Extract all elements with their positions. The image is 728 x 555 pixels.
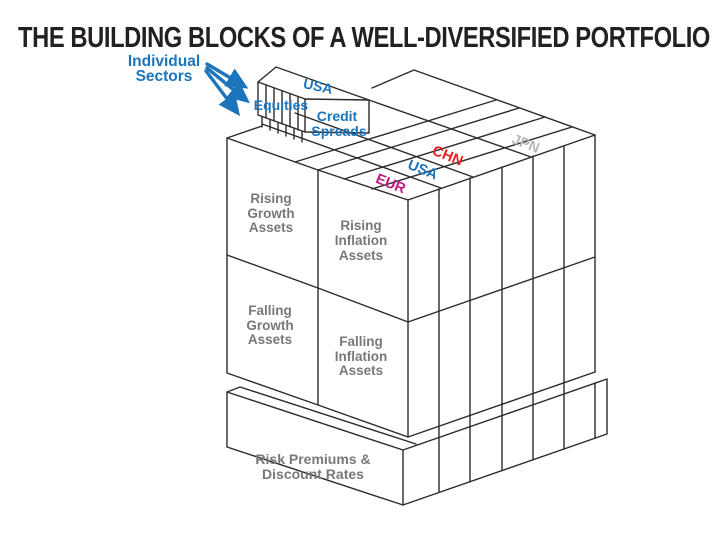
svg-text:Assets: Assets [339, 363, 383, 378]
svg-text:Falling: Falling [248, 303, 292, 318]
individual-sectors-label-line2: Sectors [136, 68, 193, 85]
svg-text:Growth: Growth [246, 318, 293, 333]
svg-text:Assets: Assets [249, 220, 293, 235]
equities-label: Equities [254, 97, 309, 113]
rising-inflation-label: Rising Inflation Assets [335, 218, 388, 263]
slab-outline [226, 378, 608, 506]
credit-spreads-label-line1: Credit [317, 108, 358, 124]
slice-label-jpn: JPN [509, 132, 541, 157]
svg-text:Discount Rates: Discount Rates [262, 466, 364, 482]
rising-growth-label: Rising Growth Assets [247, 191, 294, 235]
credit-spreads-label-line2: Spreads [311, 123, 366, 139]
individual-sectors-label-line1: Individual [128, 53, 200, 70]
svg-text:Assets: Assets [248, 332, 292, 347]
risk-premium-slab [226, 378, 608, 506]
falling-inflation-label: Falling Inflation Assets [335, 334, 388, 378]
cube-bottom-edges [226, 371, 596, 438]
mini-block-top-label: USA [302, 75, 334, 97]
slab-column-lines [438, 382, 596, 493]
svg-text:Falling: Falling [339, 334, 383, 349]
top-face-strip-lines [294, 99, 573, 190]
svg-text:Inflation: Inflation [335, 233, 388, 248]
sectors-mini-block [257, 66, 370, 143]
svg-text:Risk Premiums &: Risk Premiums & [255, 451, 370, 467]
sector-slice-lines [265, 84, 299, 131]
rising-falling-divider [226, 254, 596, 323]
svg-text:Growth: Growth [247, 206, 294, 221]
main-cube [226, 69, 596, 438]
svg-text:Rising: Rising [340, 218, 381, 233]
slice-label-usa: USA [405, 157, 440, 184]
cube-top-outline [226, 69, 596, 201]
callout-arrow [204, 69, 241, 117]
svg-text:Assets: Assets [339, 248, 383, 263]
mini-block-outline [257, 66, 370, 134]
risk-premiums-label: Risk Premiums & Discount Rates [255, 451, 370, 482]
page-title: THE BUILDING BLOCKS OF A WELL-DIVERSIFIE… [18, 22, 710, 54]
svg-text:Inflation: Inflation [335, 349, 388, 364]
callout-arrows [204, 62, 250, 117]
svg-text:Rising: Rising [250, 191, 291, 206]
top-face-cross-lines [261, 99, 532, 189]
falling-growth-label: Falling Growth Assets [246, 303, 293, 347]
sector-slice-ticks [261, 116, 303, 143]
